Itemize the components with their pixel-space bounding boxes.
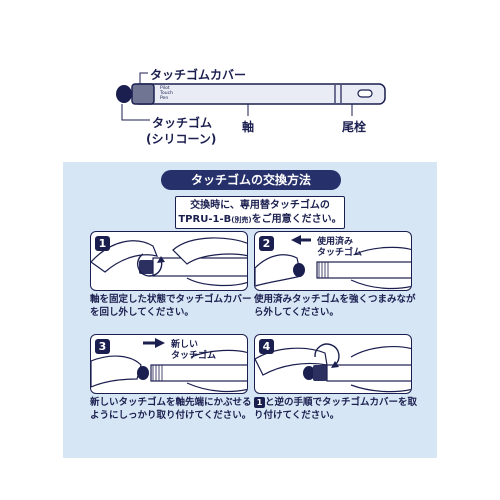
arrow-right-icon	[155, 338, 165, 348]
product-diagram: Pilot Touch Pen タッチゴムカバー タッチゴム (シリコーン) 軸…	[0, 0, 500, 160]
replacement-instructions-panel: タッチゴムの交換方法 交換時に、専用替タッチゴムの TPRU-1-B(別売)をご…	[63, 162, 437, 458]
step-reference-badge: 1	[254, 397, 265, 408]
step-3-text: 新しいタッチゴムを軸先端にかぶせるようにしっかり取り付けてください。	[90, 397, 252, 421]
arrow-left-icon	[291, 235, 301, 245]
rotate-arrow-icon	[314, 343, 340, 366]
step-number: 2	[259, 236, 274, 251]
touch-rubber-cover	[131, 83, 155, 105]
label-end-plug: 尾栓	[342, 120, 367, 134]
step-4-illustration: 4	[254, 334, 412, 394]
notice-box: 交換時に、専用替タッチゴムの TPRU-1-B(別売)をご用意ください。	[175, 196, 345, 229]
touch-rubber-tip	[116, 85, 132, 103]
used-rubber-tip	[293, 263, 305, 277]
rubber-tip	[303, 366, 315, 380]
callout-line: 新しい	[171, 340, 199, 350]
callout-line: タッチゴム	[171, 351, 217, 361]
step-1-text: 軸を固定した状態でタッチゴムカバーを回し外してください。	[90, 294, 252, 318]
step-1-illustration: 1	[90, 231, 248, 291]
cover-part	[313, 365, 327, 381]
label-touch-rubber-cover: タッチゴムカバー	[150, 68, 247, 82]
step-number: 4	[259, 339, 274, 354]
end-plug-slot	[357, 89, 373, 98]
sold-separately-note: (別売)	[231, 216, 252, 224]
panel-title: タッチゴムの交換方法	[161, 170, 341, 190]
notice-line-2-rest: をご用意ください。	[251, 214, 342, 225]
step-2-illustration: 2 使用済み タッチゴム	[254, 231, 412, 291]
refill-code: TPRU-1-B	[178, 214, 232, 225]
new-rubber-callout: 新しい タッチゴム	[171, 340, 216, 362]
rotate-arrow-icon	[136, 253, 163, 277]
callout-line: 使用済み	[317, 237, 354, 247]
notice-line-2: TPRU-1-B(別売)をご用意ください。	[176, 213, 344, 227]
product-print-line: Pen	[160, 96, 169, 101]
step-number: 1	[95, 236, 110, 251]
stylus-illustration	[116, 72, 386, 121]
step-3-illustration: 3 新しい タッチゴム	[90, 334, 248, 394]
label-shaft: 軸	[242, 120, 255, 134]
step-2-text: 使用済みタッチゴムを強くつまみながら外してください。	[254, 294, 416, 318]
step-number: 3	[95, 339, 110, 354]
product-print-line: Pilot	[160, 86, 170, 91]
step-4-text-body: と逆の手順でタッチゴムカバーを取り付けてください。	[254, 397, 418, 421]
callout-line: タッチゴム	[317, 248, 363, 258]
cover-part	[139, 260, 153, 274]
label-touch-rubber: タッチゴム	[152, 116, 213, 130]
used-rubber-callout: 使用済み タッチゴム	[317, 237, 362, 259]
notice-line-1: 交換時に、専用替タッチゴムの	[190, 200, 330, 211]
product-print: Pilot Touch Pen	[160, 86, 173, 101]
new-rubber-tip	[137, 366, 149, 380]
product-print-line: Touch	[160, 91, 173, 96]
label-touch-rubber-material: (シリコーン)	[146, 132, 217, 146]
